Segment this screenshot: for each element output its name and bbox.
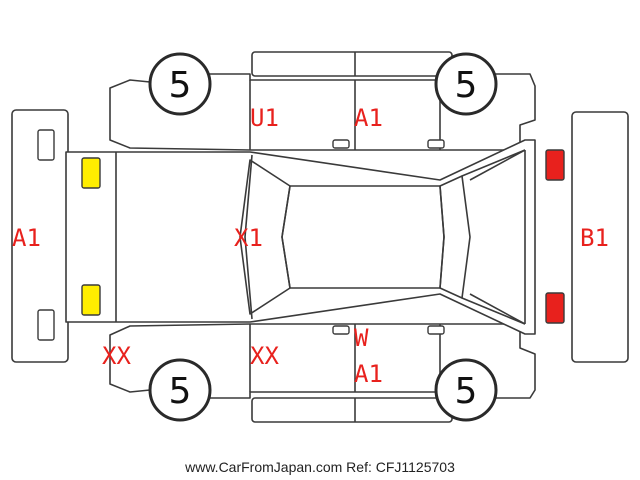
mark-rear-bumper: B1 [580, 224, 609, 252]
top-side-panel [251, 51, 453, 77]
mark-front-door-top: U1 [250, 104, 279, 132]
rear-bumper-panel [571, 111, 629, 363]
headlight-right [81, 284, 101, 316]
tire-front-right-tread: 5 [169, 371, 192, 412]
mark-front-bumper: A1 [12, 224, 41, 252]
mark-front-bottom-left: XX [102, 342, 131, 370]
tire-rear-left-tread: 5 [455, 65, 478, 106]
tire-rear-left: 5 [434, 52, 498, 116]
tire-front-right: 5 [148, 358, 212, 422]
tire-front-left-tread: 5 [169, 65, 192, 106]
footer-reference: www.CarFromJapan.com Ref: CFJ1125703 [184, 459, 455, 475]
front-bumper-notch-top [37, 129, 55, 161]
tire-front-left: 5 [148, 52, 212, 116]
headlight-left [81, 157, 101, 189]
tire-rear-right-tread: 5 [455, 371, 478, 412]
mark-roof: X1 [234, 224, 263, 252]
body-top-view [65, 139, 536, 335]
front-bumper-notch-bottom [37, 309, 55, 341]
mark-rear-door-top: A1 [354, 104, 383, 132]
mark-rear-door-bottom-w: W [354, 324, 369, 352]
taillight-left [545, 149, 565, 181]
mark-front-door-bottom: XX [250, 342, 279, 370]
taillight-right [545, 292, 565, 324]
bottom-side-panel [251, 397, 453, 423]
tire-rear-right: 5 [434, 358, 498, 422]
mark-rear-door-bottom-a1: A1 [354, 360, 383, 388]
